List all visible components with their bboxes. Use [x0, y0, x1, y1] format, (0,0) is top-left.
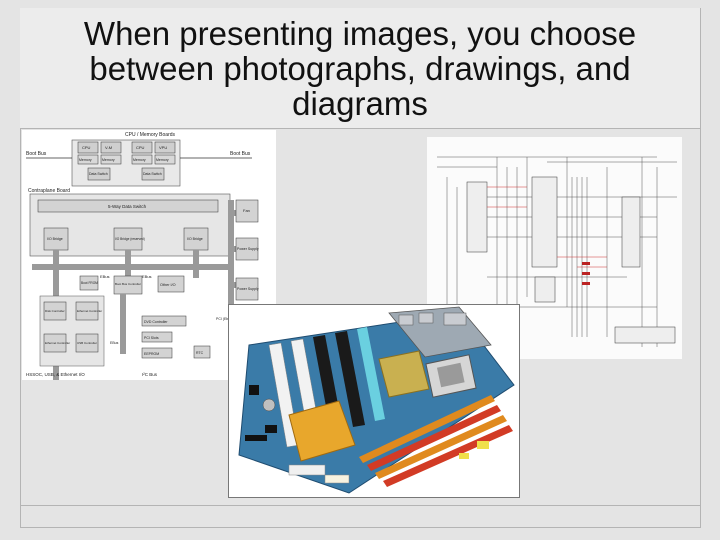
bd-mem-3: Memory	[133, 158, 146, 162]
bd-contraplane: Contraplane Board	[28, 188, 70, 194]
bd-eth-1: Ethernet Controller	[77, 309, 102, 313]
bd-bridge-3: I/O Bridge	[187, 237, 203, 241]
bd-rtc: RTC	[196, 351, 204, 355]
frame-right	[700, 8, 701, 528]
bd-switch-1: Data Switch	[89, 172, 108, 176]
block-diagram: CPU / Memory Boards Boot Bus Boot Bus CP…	[22, 130, 276, 380]
bd-pci-slots: PCI Slots	[144, 336, 159, 340]
bd-boot-controller: Boot Bus Controller	[115, 282, 141, 286]
bd-bottom-right: I²C Bus	[142, 372, 158, 377]
bd-dvd: DVD Controller	[144, 320, 168, 324]
bd-cpu-3: CPU	[136, 145, 145, 150]
bd-cpu-4: VPU	[159, 145, 167, 150]
bd-heading: CPU / Memory Boards	[125, 132, 176, 138]
bd-bridges: I/O Bridge I/O Bridge (reserved) I/O Bri…	[43, 227, 209, 251]
title-band	[20, 8, 700, 128]
bd-right-boxes: Fan Power Supply Power Supply	[235, 199, 259, 301]
bd-disk: Disk Controller	[45, 309, 65, 313]
slide-title: When presenting images, you choose betwe…	[83, 15, 637, 122]
bd-fan: Fan	[243, 208, 250, 213]
frame-title-divider	[20, 128, 700, 129]
bd-usb: USB Controller	[77, 341, 97, 345]
bd-switch-2: Data Switch	[143, 172, 162, 176]
bd-ebus-2: EBus	[142, 274, 152, 279]
bd-lower-mid: DVD Controller PCI Slots EEPROM	[141, 315, 187, 359]
bd-ebus-1: EBus	[100, 274, 110, 279]
bd-power-1: Power Supply	[237, 247, 259, 251]
bd-bridge-2: I/O Bridge (reserved)	[115, 237, 145, 241]
bd-eeprom: EEPROM	[144, 352, 159, 356]
bd-power-2: Power Supply	[237, 287, 259, 291]
bd-other-io: Other I/O	[160, 283, 176, 287]
motherboard-photo	[228, 304, 520, 498]
bd-mem-1: Memory	[79, 158, 92, 162]
bd-bridge-1: I/O Bridge	[47, 237, 63, 241]
bd-bottom-left: HSSOC, USB, & Ethernet I/O	[26, 372, 85, 377]
bd-mem-2: Memory	[102, 158, 115, 162]
bd-cpu-2: V-M	[105, 145, 112, 150]
frame-bottom-2	[20, 527, 700, 528]
frame-bottom-1	[20, 505, 700, 506]
frame-left	[20, 8, 21, 528]
bd-left-bus: Boot Bus	[26, 151, 47, 157]
bd-mem-4: Memory	[156, 158, 169, 162]
bd-cpu-1: CPU	[82, 145, 91, 150]
bd-ebus-3: EBus	[110, 341, 119, 345]
bd-data-switch: 5-Way Data Switch	[108, 204, 147, 209]
bd-lower-left: Disk Controller Ethernet Controller Ethe…	[43, 301, 102, 353]
bd-memory-row: Memory Memory Memory Memory	[77, 154, 176, 165]
bd-flash: Boot FROM	[81, 281, 98, 285]
bd-eth-2: Ethernet Controller	[45, 341, 70, 345]
bd-right-bus: Boot Bus	[230, 151, 251, 157]
bd-data-switches: Data Switch Data Switch	[87, 167, 165, 181]
bd-cpu-row: CPU V-M CPU VPU	[77, 141, 176, 154]
